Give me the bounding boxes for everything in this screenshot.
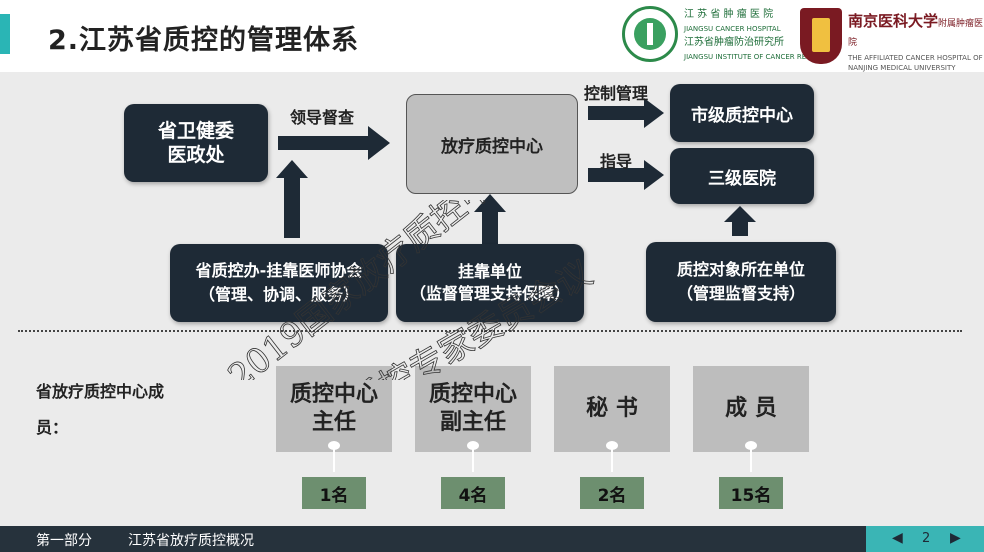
host-unit-box: 挂靠单位 （监督管理支持保障） (396, 244, 584, 322)
slide-footer: 第一部分 江苏省放疗质控概况 (0, 526, 984, 552)
nanjing-medical-university-logo-icon (800, 8, 842, 64)
role-connector-dot (467, 441, 479, 450)
slide-title: 2.江苏省质控的管理体系 (48, 25, 360, 56)
guide-label: 指导 (600, 152, 633, 171)
role-box: 秘 书 (554, 366, 670, 452)
arrow-target-up (724, 206, 756, 236)
role-connector (750, 446, 752, 472)
section-divider (18, 330, 962, 332)
prev-arrow-icon[interactable]: ◀ (892, 530, 903, 546)
footer-topic: 江苏省放疗质控概况 (128, 533, 254, 549)
health-commission-box: 省卫健委 医政处 (124, 104, 268, 182)
role-connector-dot (328, 441, 340, 450)
role-box: 质控中心 主任 (276, 366, 392, 452)
page-number: 2 (922, 531, 931, 546)
footer-part: 第一部分 (36, 533, 92, 549)
title-accent-bar (0, 14, 10, 54)
members-label: 省放疗质控中心成 员： (36, 382, 165, 437)
role-count: 15名 (719, 477, 783, 509)
jiangsu-cancer-hospital-name: 江 苏 省 肿 瘤 医 院 JIANGSU CANCER HOSPITAL 江苏… (684, 9, 835, 61)
control-manage-label: 控制管理 (584, 84, 649, 103)
arrow-lead-supervise (278, 126, 390, 160)
lead-supervise-label: 领导督查 (290, 108, 355, 127)
qc-target-unit-box: 质控对象所在单位 （管理监督支持） (646, 242, 836, 322)
role-connector-dot (606, 441, 618, 450)
arrow-guide (588, 160, 664, 190)
jiangsu-cancer-hospital-logo-icon (622, 6, 678, 62)
tertiary-hospital-box: 三级医院 (670, 148, 814, 204)
role-connector (333, 446, 335, 472)
role-count: 1名 (302, 477, 366, 509)
next-arrow-icon[interactable]: ▶ (950, 530, 961, 546)
city-qc-center-box: 市级质控中心 (670, 84, 814, 142)
role-count: 4名 (441, 477, 505, 509)
role-box: 质控中心 副主任 (415, 366, 531, 452)
nanjing-medical-university-name: 南京医科大学附属肿瘤医院 THE AFFILIATED CANCER HOSPI… (848, 12, 984, 72)
radiotherapy-qc-center-box: 放疗质控中心 (406, 94, 578, 194)
role-connector (472, 446, 474, 472)
role-box: 成 员 (693, 366, 809, 452)
slide-navigation: ◀ 2 ▶ (866, 526, 984, 552)
arrow-host-up (474, 194, 506, 244)
provincial-qc-office-box: 省质控办-挂靠医师协会 （管理、协调、服务） (170, 244, 388, 322)
role-count: 2名 (580, 477, 644, 509)
arrow-control (588, 98, 664, 128)
role-connector-dot (745, 441, 757, 450)
arrow-office-up (276, 160, 308, 238)
role-connector (611, 446, 613, 472)
slide-header: 2.江苏省质控的管理体系 江 苏 省 肿 瘤 医 院 JIANGSU CANCE… (0, 0, 984, 72)
